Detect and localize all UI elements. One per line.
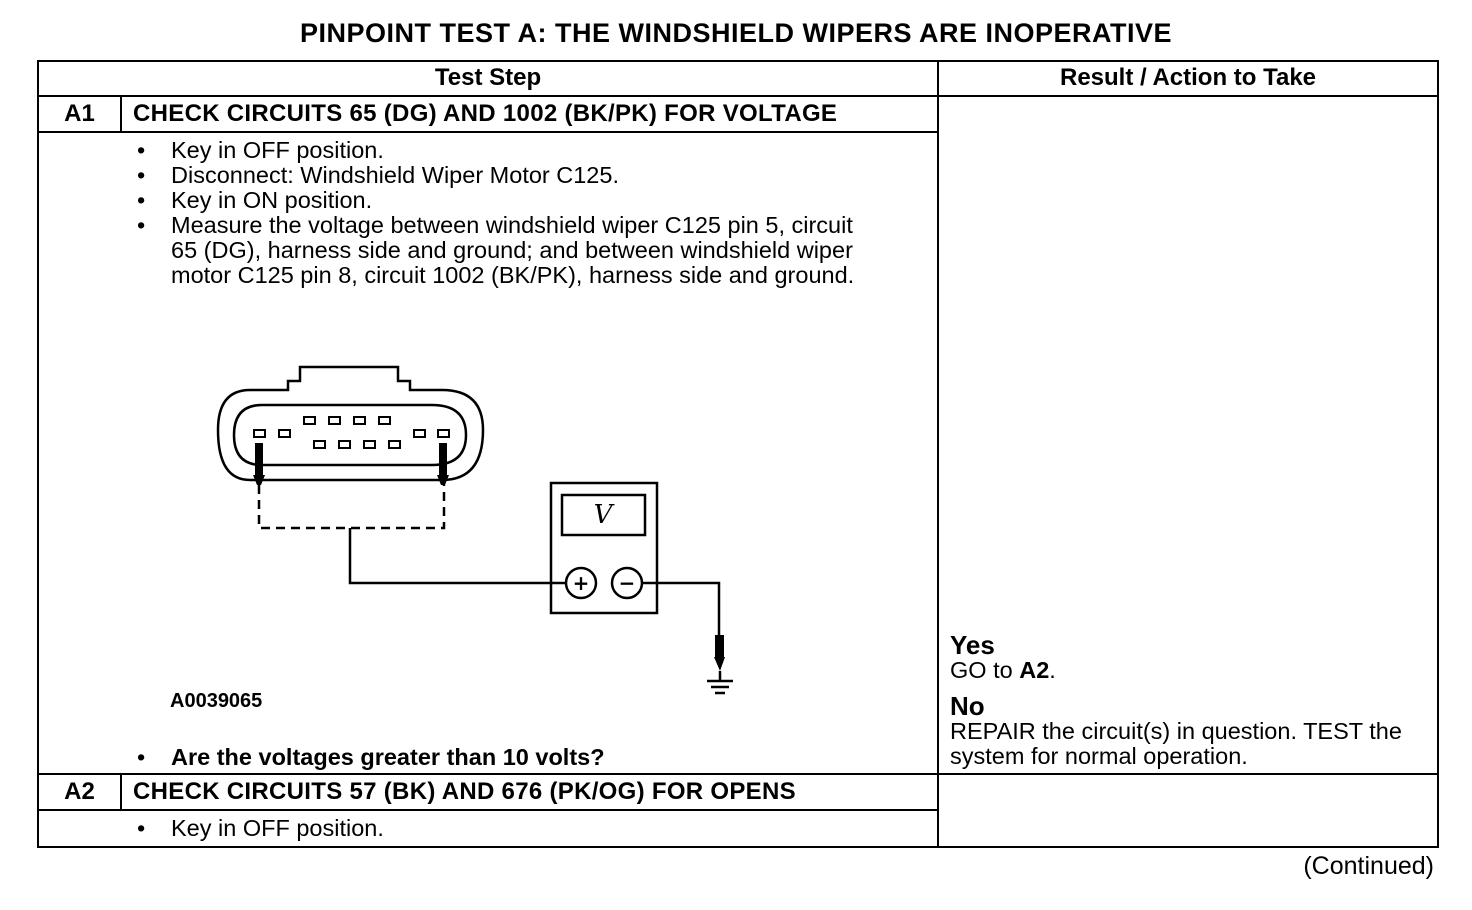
no-label: No	[950, 691, 985, 721]
a2-instructions: Key in OFF position.	[137, 816, 857, 842]
positive-lead	[348, 528, 565, 585]
continued-label: (Continued)	[1303, 852, 1434, 880]
voltmeter-symbol: V	[594, 500, 615, 530]
list-item: Key in OFF position.	[137, 138, 857, 164]
step-id-a2: A2	[64, 778, 95, 805]
header-test-step: Test Step	[434, 64, 542, 91]
yes-action: GO to A2.	[950, 658, 1056, 683]
negative-sign: −	[619, 571, 636, 595]
probe-8	[437, 443, 449, 485]
a1-instructions: Key in OFF position. Disconnect: Windshi…	[137, 138, 857, 288]
page-title: PINPOINT TEST A: THE WINDSHIELD WIPERS A…	[299, 18, 1173, 48]
yes-action-period: .	[1049, 657, 1056, 683]
connector-voltmeter-diagram: V + −	[216, 365, 733, 695]
list-item: Measure the voltage between windshield w…	[137, 213, 857, 288]
a1-question: • Are the voltages greater than 10 volts?	[137, 744, 605, 771]
step-heading-a2: CHECK CIRCUITS 57 (BK) AND 676 (PK/OG) F…	[133, 778, 796, 805]
pinpoint-test-table	[37, 60, 1439, 848]
a1-heading-divider	[37, 131, 938, 133]
connector-pins	[253, 416, 450, 449]
ground-probe	[714, 635, 725, 671]
a2-heading-divider	[37, 809, 938, 811]
list-item: Disconnect: Windshield Wiper Motor C125.	[137, 163, 857, 189]
step-heading-a1: CHECK CIRCUITS 65 (DG) AND 1002 (BK/PK) …	[133, 100, 838, 127]
header-row-divider	[37, 95, 1439, 97]
step-id-a1: A1	[64, 100, 95, 127]
yes-action-text: GO to	[950, 657, 1020, 683]
list-item: Key in OFF position.	[137, 816, 857, 842]
negative-lead	[642, 581, 721, 637]
figure-id: A0039065	[170, 690, 263, 712]
bullet-glyph: •	[137, 744, 146, 770]
column-divider	[937, 60, 939, 848]
a1-id-divider	[120, 95, 122, 133]
a2-id-divider	[120, 773, 122, 811]
header-result-action: Result / Action to Take	[1059, 64, 1317, 91]
a1-row-divider	[37, 773, 1439, 775]
positive-terminal	[564, 566, 598, 600]
positive-sign: +	[573, 571, 590, 595]
ground-symbol	[707, 671, 733, 695]
probe-5	[253, 443, 265, 485]
connector-c125-illustration	[216, 365, 485, 482]
voltmeter	[549, 481, 659, 615]
jumper-wire-dashed	[257, 485, 446, 530]
list-item: Key in ON position.	[137, 188, 857, 214]
goto-a2-link[interactable]: A2	[1019, 657, 1050, 683]
no-action: REPAIR the circuit(s) in question. TEST …	[950, 718, 1402, 769]
question-text: Are the voltages greater than 10 volts?	[171, 744, 605, 770]
yes-label: Yes	[950, 630, 995, 660]
